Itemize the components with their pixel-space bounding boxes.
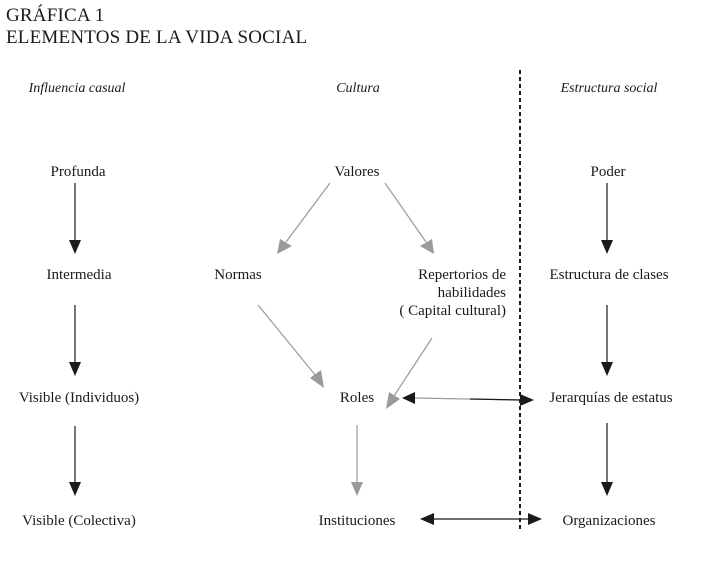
column-header-structure: Estructura social [560,81,658,96]
node-instituciones: Instituciones [318,513,396,529]
node-profunda: Profunda [50,164,106,180]
node-poder: Poder [590,164,626,180]
node-repertorios: Repertorios de habilidades ( Capital cul… [399,266,506,320]
arrow-roles-jerarquias [402,392,534,406]
column-header-influence: Influencia casual [28,81,126,96]
arrow-repertorios-roles [386,337,433,409]
arrow-intermedia-visible-individuos [69,305,81,376]
node-repertorios-line2: habilidades [437,285,506,301]
node-roles: Roles [339,390,375,406]
arrow-jerarquias-organizaciones [601,423,613,496]
column-header-culture: Cultura [336,81,380,96]
figure-title: ELEMENTOS DE LA VIDA SOCIAL [6,27,308,48]
node-estructura-clases: Estructura de clases [549,267,669,283]
arrow-valores-repertorios [384,182,434,254]
node-repertorios-line3: ( Capital cultural) [399,303,506,319]
node-valores: Valores [334,164,380,180]
arrow-roles-instituciones [351,425,363,496]
arrow-estructura-clases-jerarquias [601,305,613,376]
arrow-profunda-intermedia [69,183,81,254]
node-jerarquias: Jerarquías de estatus [549,390,673,406]
node-visible-individuos: Visible (Individuos) [18,390,140,406]
arrow-instituciones-organizaciones [420,513,542,525]
arrow-poder-estructura-clases [601,183,613,254]
arrow-valores-normas [277,182,331,254]
figure-label: GRÁFICA 1 [6,5,105,26]
node-intermedia: Intermedia [46,267,112,283]
node-organizaciones: Organizaciones [562,513,656,529]
node-repertorios-line1: Repertorios de [418,267,506,283]
node-visible-colectiva: Visible (Colectiva) [22,513,136,529]
arrow-visible-individuos-colectiva [69,426,81,496]
node-normas: Normas [214,267,262,283]
arrow-normas-roles [257,304,324,388]
